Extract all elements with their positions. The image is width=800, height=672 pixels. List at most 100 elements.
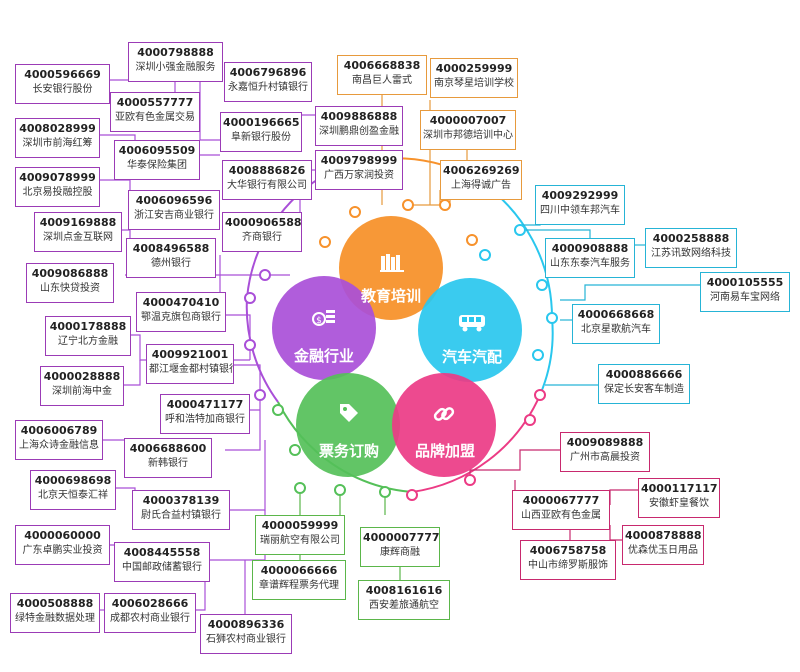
node-name: 阜新银行股份	[231, 131, 291, 143]
node-name: 德州银行	[151, 257, 191, 269]
finance-node[interactable]: 4009078999 北京易投融控股	[15, 167, 100, 207]
node-name: 南京琴星培训学校	[434, 77, 514, 89]
finance-node[interactable]: 4006006789 上海众诗金融信息	[15, 420, 103, 460]
node-number: 4000896336	[207, 618, 285, 631]
hub-auto-label[interactable]: 汽车汽配	[441, 348, 502, 366]
node-name: 呼和浩特加商银行	[165, 413, 245, 425]
finance-node[interactable]: 4000196665 阜新银行股份	[220, 112, 302, 152]
node-number: 4008496588	[132, 242, 210, 255]
node-name: 北京易投融控股	[22, 186, 93, 198]
node-name: 亚欧有色金属交易	[115, 111, 195, 123]
node-number: 4009886888	[320, 110, 398, 123]
node-number: 4000470410	[142, 296, 220, 309]
node-number: 4009292999	[541, 189, 619, 202]
node-name: 浙江安吉商业银行	[134, 209, 214, 221]
node-name: 北京星歌航汽车	[581, 323, 651, 335]
node-name: 康辉商融	[380, 546, 420, 558]
node-name: 上海得诚广告	[451, 179, 511, 191]
finance-node[interactable]: 4009798999 广西万家润投资	[315, 150, 403, 190]
node-number: 4006668838	[343, 59, 421, 72]
node-name: 广西万家润投资	[324, 169, 394, 181]
node-name: 北京天恒泰汇祥	[38, 489, 108, 501]
hub-brand-label[interactable]: 品牌加盟	[414, 442, 475, 460]
hub-ticket-label[interactable]: 票务订购	[318, 442, 379, 460]
node-number: 4008886826	[228, 164, 306, 177]
node-number: 4006758758	[529, 544, 607, 557]
money-icon: $	[312, 306, 336, 328]
finance-node[interactable]: 4008445558 中国邮政储蓄银行	[114, 542, 210, 582]
node-name: 都江堰金都村镇银行	[149, 363, 234, 375]
hub-finance-label[interactable]: 金融行业	[293, 347, 354, 365]
node-name: 深圳市前海红筹	[22, 137, 93, 149]
node-number: 4000557777	[116, 96, 194, 109]
node-number: 4008028999	[19, 122, 96, 135]
link-icon	[432, 402, 456, 426]
node-name: 辽宁北方金融	[58, 335, 118, 347]
node-number: 4000060000	[24, 529, 101, 542]
node-number: 4000196665	[223, 116, 300, 129]
node-number: 4008445558	[123, 546, 201, 559]
node-number: 4009798999	[320, 154, 398, 167]
node-name: 优森优玉日用品	[628, 544, 698, 556]
node-number: 4006006789	[20, 424, 98, 437]
node-name: 江苏讯致网络科技	[651, 247, 731, 259]
hub-education-label[interactable]: 教育培训	[360, 287, 421, 305]
node-name: 长安银行股份	[32, 83, 93, 95]
hub-brand-circle	[392, 373, 496, 477]
node-name: 上海众诗金融信息	[19, 439, 99, 451]
node-name: 中国邮政储蓄银行	[122, 561, 202, 573]
node-name: 齐商银行	[242, 231, 282, 243]
finance-node[interactable]: 4008028999 深圳市前海红筹	[15, 118, 100, 158]
node-number: 4000886666	[605, 368, 683, 381]
node-number: 4009078999	[19, 171, 96, 184]
svg-text:$: $	[316, 316, 322, 326]
finance-node[interactable]: 4008496588 德州银行	[126, 238, 216, 278]
node-number: 4000508888	[16, 597, 94, 610]
node-name: 山东快贷投资	[40, 282, 100, 294]
node-name: 瑞丽航空有限公司	[260, 534, 340, 546]
finance-node[interactable]: 4000557777 亚欧有色金属交易	[110, 92, 200, 132]
